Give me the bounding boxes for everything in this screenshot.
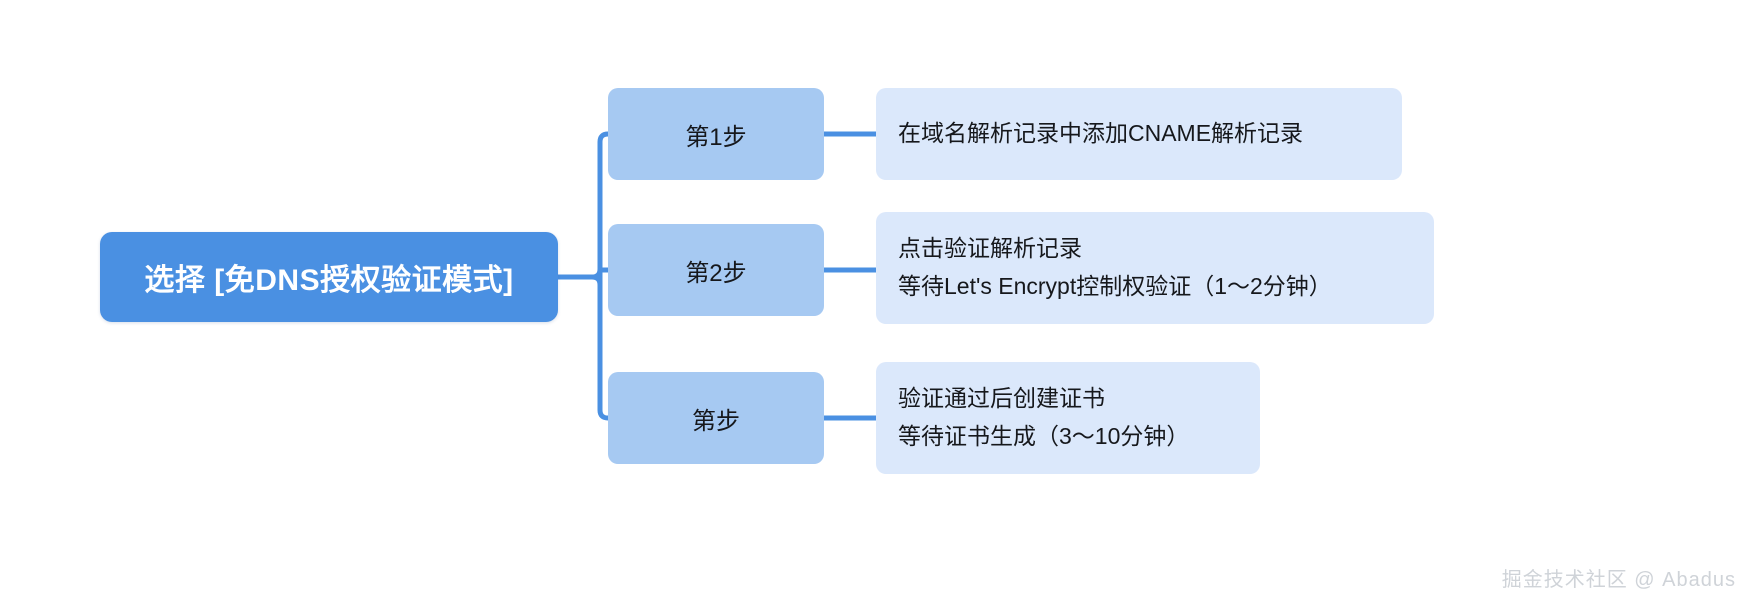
step-node-2[interactable]: 第2步 <box>608 224 824 316</box>
watermark: 掘金技术社区 @ Abadus <box>1501 569 1736 591</box>
detail-node-2[interactable]: 点击验证解析记录 等待Let's Encrypt控制权验证（1～2分钟） <box>876 212 1434 324</box>
detail-node-1[interactable]: 在域名解析记录中添加CNAME解析记录 <box>876 88 1402 180</box>
step-node-1-label: 第1步 <box>685 123 747 151</box>
step-node-2-label: 第2步 <box>685 259 747 287</box>
detail-node-3-label: 验证通过后创建证书 等待证书生成（3～10分钟） <box>898 385 1190 449</box>
step-node-3[interactable]: 第步 <box>608 372 824 464</box>
detail-node-1-label: 在域名解析记录中添加CNAME解析记录 <box>898 120 1304 147</box>
connector-trunk <box>581 131 611 280</box>
step-node-1[interactable]: 第1步 <box>608 88 824 180</box>
detail-node-2-label: 点击验证解析记录 等待Let's Encrypt控制权验证（1～2分钟） <box>898 235 1332 299</box>
step-node-3-label: 第步 <box>692 407 740 435</box>
root-node-label: 选择 [免DNS授权验证模式] <box>144 264 514 297</box>
root-node[interactable]: 选择 [免DNS授权验证模式] <box>100 232 558 322</box>
detail-node-3[interactable]: 验证通过后创建证书 等待证书生成（3～10分钟） <box>876 362 1260 474</box>
connector-trunk-lower <box>581 274 611 421</box>
